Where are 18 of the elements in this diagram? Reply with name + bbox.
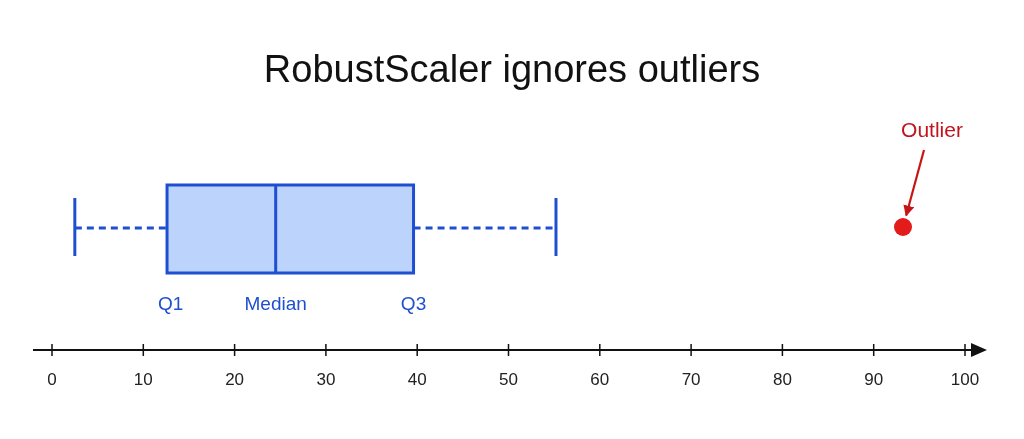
tick-label: 30 bbox=[316, 370, 336, 390]
outlier-point bbox=[894, 218, 912, 236]
tick-label: 60 bbox=[590, 370, 610, 390]
chart-title: RobustScaler ignores outliers bbox=[262, 48, 762, 91]
quartile-label: Q1 bbox=[158, 293, 184, 315]
tick-label: 20 bbox=[225, 370, 245, 390]
tick-label: 90 bbox=[864, 370, 884, 390]
arrow bbox=[903, 149, 926, 217]
quartile-label: Median bbox=[244, 293, 307, 315]
tick-label: 40 bbox=[407, 370, 427, 390]
tick-label: 0 bbox=[47, 370, 57, 390]
outlier-label: Outlier bbox=[892, 118, 972, 146]
tick-label: 50 bbox=[499, 370, 518, 390]
tick-label: 100 bbox=[950, 370, 980, 390]
quartile-label: Q3 bbox=[400, 293, 427, 315]
tick-label: 10 bbox=[133, 370, 153, 390]
tick-label: 80 bbox=[772, 370, 792, 390]
tick-label: 70 bbox=[681, 370, 701, 390]
